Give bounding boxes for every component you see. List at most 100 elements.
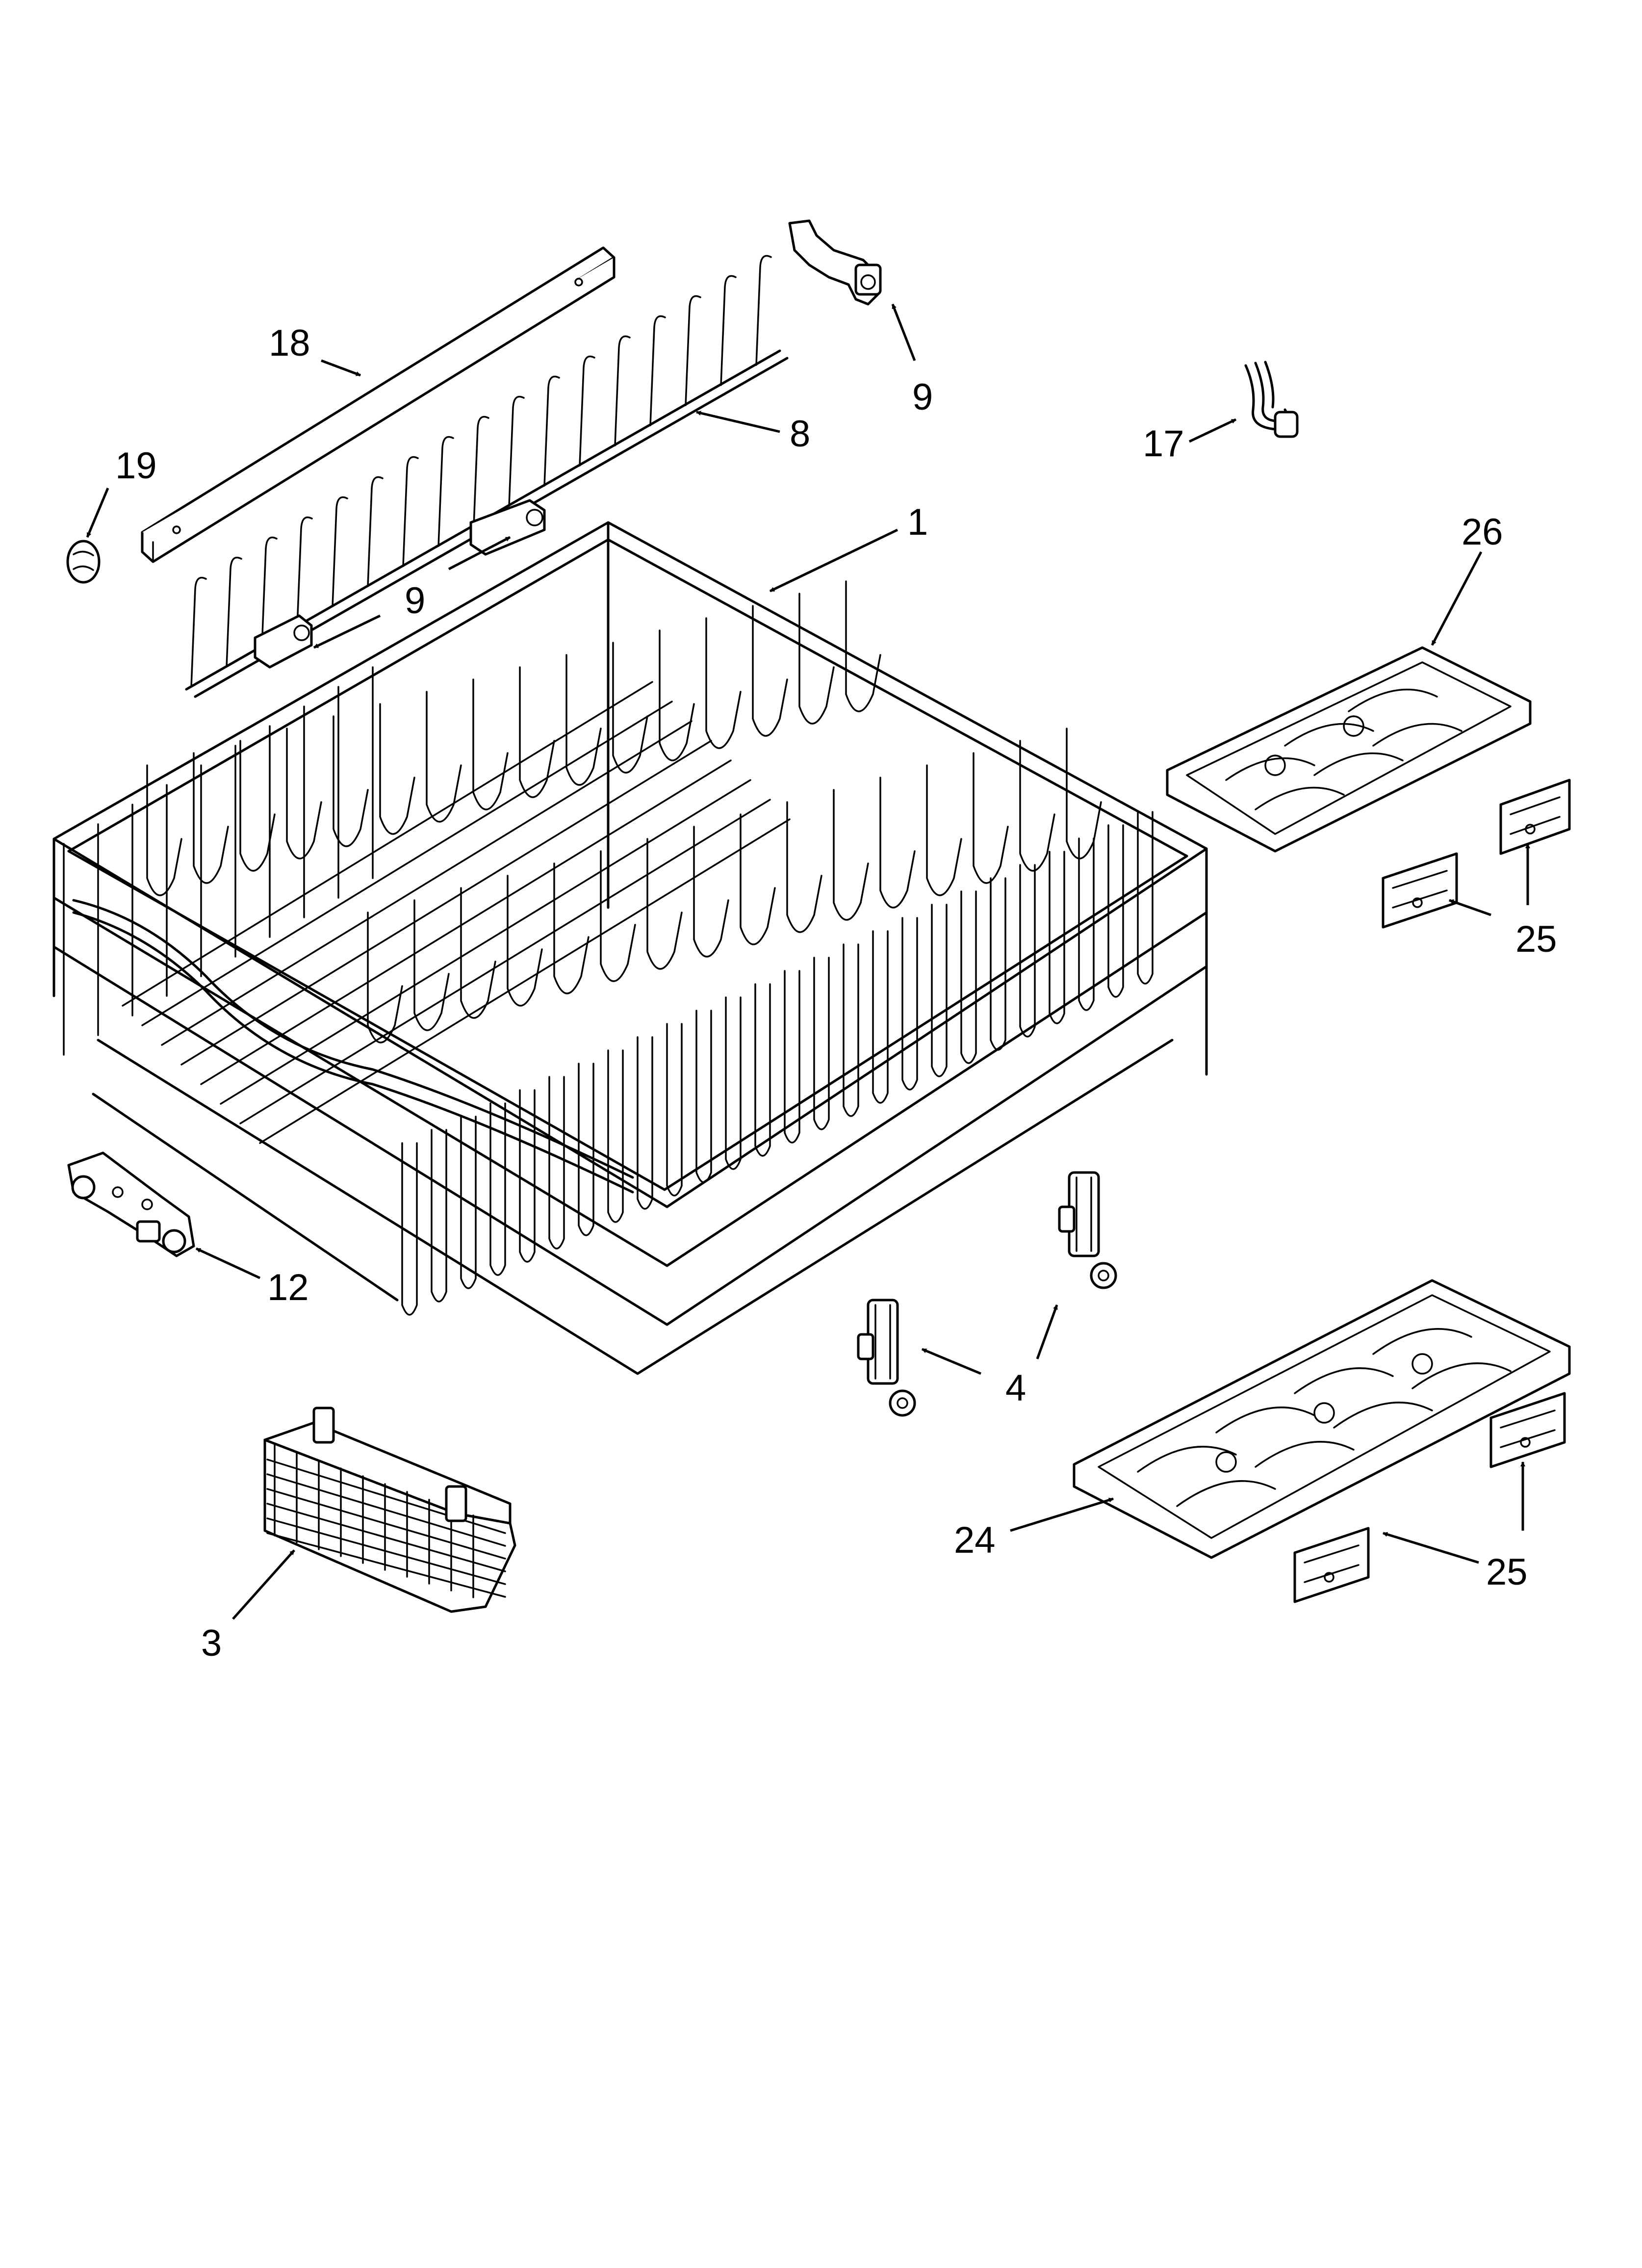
callout-8: 8 [790, 413, 810, 455]
shelf-clip-2-part [1382, 852, 1458, 929]
tine-clip-lower-part [254, 614, 313, 669]
rack-adjuster-right-part [1058, 1171, 1117, 1289]
dish-tine-wire [553, 862, 590, 994]
floor-wire [239, 799, 771, 1124]
tine-wire [508, 395, 525, 507]
shelf-upper-part [1166, 646, 1532, 853]
leader-4-b [1036, 1304, 1058, 1359]
callout-17: 17 [1143, 423, 1184, 465]
front-loop-wire [666, 1023, 683, 1197]
front-loop-wire [607, 1049, 624, 1223]
front-loop-wire [725, 996, 742, 1170]
front-loop-wire [401, 1142, 418, 1316]
dish-tine-wire [659, 629, 695, 761]
leader-1 [769, 528, 898, 593]
callout-25-lower: 25 [1486, 1551, 1528, 1593]
basket-grid-horizontal [266, 1473, 506, 1547]
basket-grid-horizontal [266, 1503, 506, 1572]
dish-tine-wire [239, 740, 276, 872]
leader-18 [321, 359, 361, 377]
dish-tine-wire [286, 728, 322, 860]
floor-wire [200, 759, 732, 1085]
leader-3 [232, 1549, 295, 1620]
dish-tine-wire [600, 850, 636, 982]
floor-wire [141, 701, 673, 1026]
basket-grid-horizontal [266, 1488, 506, 1560]
tine-wire [755, 255, 772, 366]
leader-12 [195, 1247, 261, 1279]
front-loop-wire [754, 983, 771, 1157]
floor-wire [122, 681, 653, 1007]
front-loop-wire [931, 904, 948, 1077]
rack-adjuster-left-part [857, 1299, 916, 1417]
tine-wire [332, 496, 348, 607]
front-loop-wire [489, 1102, 506, 1276]
shelf-lower-part [1073, 1279, 1571, 1559]
front-loop-wire [1078, 837, 1095, 1011]
front-loop-wire [637, 1036, 653, 1210]
callout-25-upper: 25 [1515, 918, 1557, 960]
floor-wire [220, 779, 751, 1105]
front-loop-wire [460, 1116, 477, 1289]
tine-clip-mid-part [469, 499, 546, 556]
front-loop-wire [901, 917, 918, 1091]
leader-25-d [1383, 1532, 1479, 1564]
leader-lines [86, 304, 1530, 1620]
front-loop-wire [578, 1063, 594, 1236]
dish-tine-wire [146, 764, 182, 896]
tine-wire [296, 516, 313, 627]
floor-wire [161, 720, 693, 1046]
basket-grid-horizontal [266, 1532, 506, 1598]
dish-tine-wire [752, 605, 788, 737]
tine-wire [579, 355, 595, 467]
dish-tine-wire [1019, 740, 1055, 872]
dish-tine-wire [833, 789, 869, 921]
end-cap-part [66, 540, 101, 584]
callouts: 18 19 8 9 9 17 1 26 25 12 4 24 25 3 [115, 322, 1557, 1664]
dish-tine-wire [646, 838, 683, 970]
tine-wire [649, 315, 666, 426]
dish-tine-wire [379, 703, 415, 835]
front-loop-wire [1049, 851, 1065, 1024]
silverware-basket-part [263, 1407, 516, 1613]
leader-17 [1188, 418, 1237, 443]
front-loop-wire [960, 890, 977, 1064]
tine-wire [473, 416, 489, 527]
dish-tine-wire [973, 752, 1009, 884]
front-loop-wire [548, 1076, 565, 1250]
front-loop-wire [519, 1089, 536, 1263]
floor-wire [180, 740, 712, 1066]
callout-26: 26 [1462, 511, 1503, 553]
front-loop-wire [1107, 824, 1124, 998]
basket-grid-horizontal [266, 1517, 506, 1585]
dish-tine-wire [519, 666, 555, 798]
dish-tine-wire [845, 580, 881, 712]
tine-wire [437, 436, 454, 547]
tine-wire [226, 556, 242, 668]
dish-tine-wire [565, 654, 602, 786]
leader-8 [696, 411, 780, 433]
callout-3: 3 [201, 1622, 222, 1664]
dish-tine-wire [798, 593, 835, 725]
tine-wire [685, 295, 701, 406]
rail-stop-part [67, 1151, 195, 1257]
front-loop-wire [431, 1129, 447, 1303]
tine-wire [261, 536, 278, 648]
floor-wire [259, 818, 791, 1144]
wire-clip-part [1244, 361, 1299, 438]
callout-9-mid: 9 [405, 580, 425, 622]
leader-9-top [891, 304, 916, 361]
front-loop-wire [1019, 864, 1036, 1038]
shelf-clip-3-part [1489, 1392, 1566, 1468]
callout-9-top: 9 [912, 376, 933, 418]
leader-19 [86, 488, 109, 538]
leader-26 [1431, 551, 1483, 646]
shelf-clip-4-part [1293, 1527, 1370, 1603]
dish-tine-wire [333, 715, 369, 847]
dish-tine-wire [740, 813, 776, 945]
dish-tine-wire [693, 826, 729, 958]
dish-tine-wire [612, 642, 648, 774]
leader-9-b [313, 614, 381, 649]
callout-24: 24 [954, 1519, 996, 1561]
dish-tine-wire [193, 752, 229, 884]
